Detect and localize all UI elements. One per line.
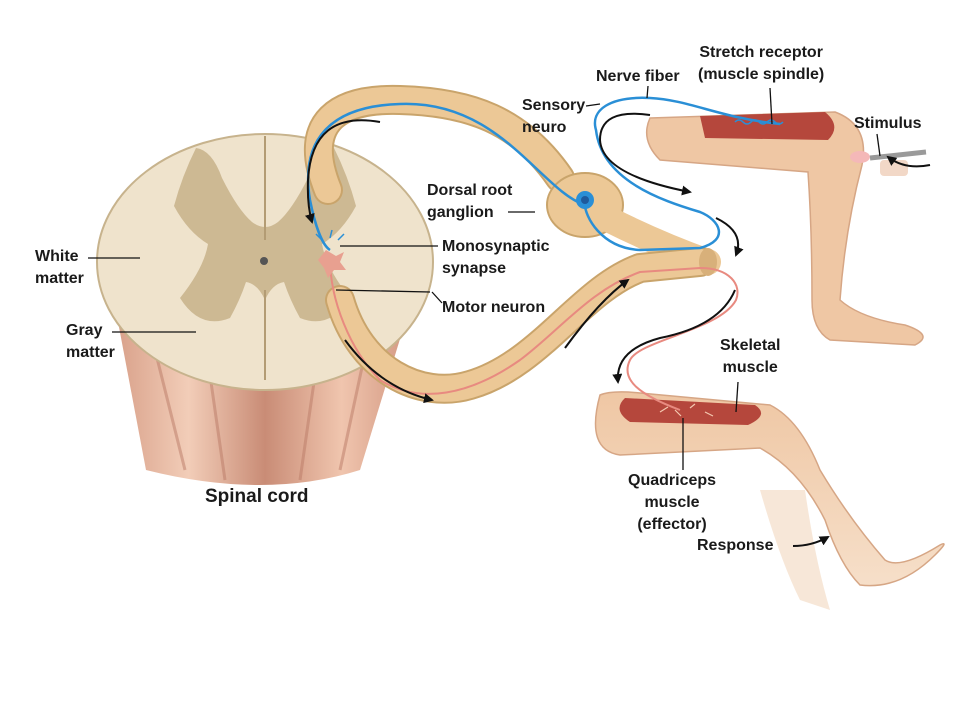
label-stimulus: Stimulus — [854, 115, 922, 132]
label-skeletal-muscle: Skeletal muscle — [720, 337, 781, 376]
arrow-to-cord — [304, 119, 381, 224]
leader-lines — [88, 85, 881, 470]
upper-leg — [645, 111, 931, 346]
arrow-sensory-return — [715, 217, 744, 257]
central-canal — [260, 257, 268, 265]
label-gray-matter: Gray matter — [66, 322, 115, 361]
motor-neuron-body — [318, 250, 346, 278]
label-motor-neuron: Motor neuron — [442, 299, 546, 316]
reflex-hammer — [869, 149, 927, 161]
label-white-matter: White matter — [35, 248, 84, 287]
arrow-motor-to-leg — [564, 278, 630, 349]
upper-quadriceps-muscle — [700, 112, 835, 140]
label-stretch-receptor: Stretch receptor (muscle spindle) — [698, 44, 825, 83]
label-spinal-cord: Spinal cord — [205, 486, 309, 507]
patella — [850, 151, 870, 163]
motor-pathway — [329, 257, 739, 411]
label-dorsal-root-ganglion: Dorsal root ganglion — [427, 182, 513, 221]
label-monosynaptic-synapse: Monosynaptic synapse — [442, 238, 550, 277]
nerve-end — [699, 248, 717, 276]
label-quadriceps-muscle: Quadriceps muscle (effector) — [628, 472, 717, 533]
synapse-dendrites — [315, 229, 345, 241]
label-nerve-fiber: Nerve fiber — [596, 68, 680, 85]
arrow-motor-out — [344, 339, 434, 404]
label-sensory-neuron: Sensory neuro — [522, 97, 586, 136]
stimulus-arrow — [886, 155, 931, 168]
response-arrow — [792, 536, 830, 547]
sensory-pathway — [306, 96, 781, 252]
lower-quadriceps-muscle — [619, 398, 762, 425]
arrow-motor-down — [612, 289, 736, 384]
label-response: Response — [697, 537, 774, 554]
arrow-sensory-in — [598, 112, 692, 196]
